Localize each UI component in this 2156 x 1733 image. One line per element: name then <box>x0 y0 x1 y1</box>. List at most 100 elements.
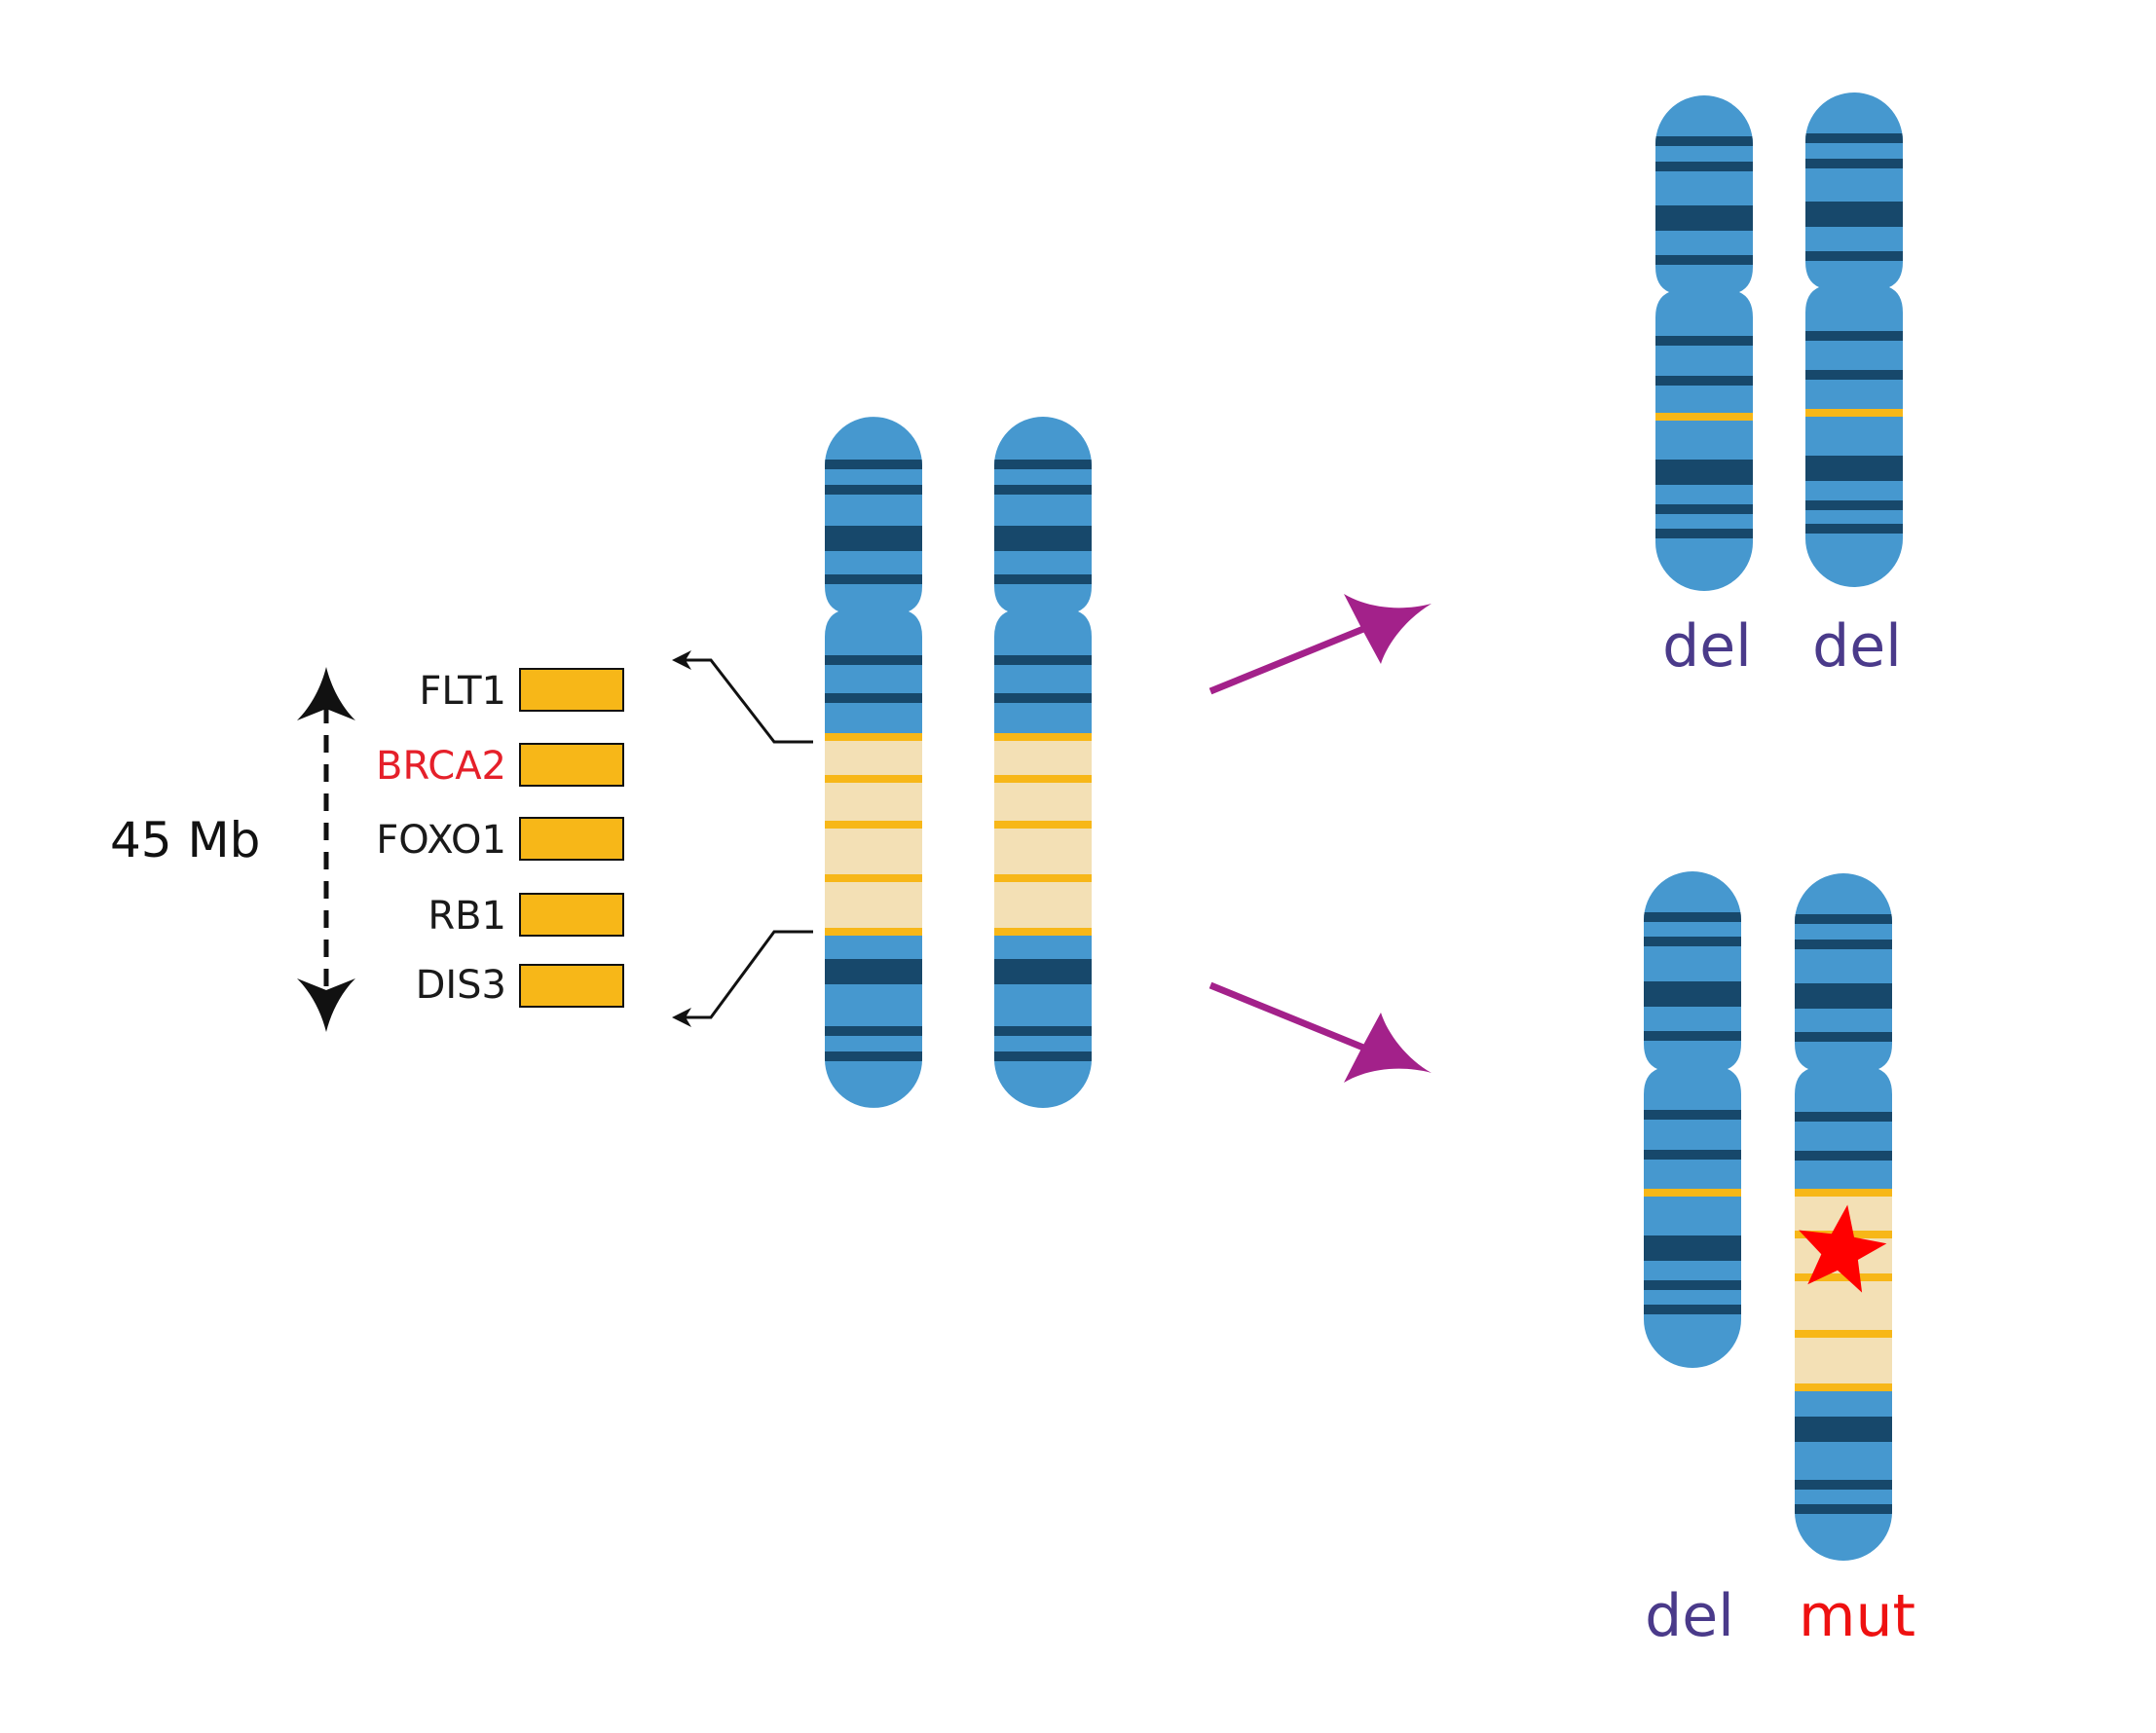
chromosomes <box>825 92 1903 1561</box>
dark-band <box>1805 524 1903 534</box>
gene-band <box>1795 1330 1892 1338</box>
chromosome <box>1655 95 1753 591</box>
gene-band <box>825 775 922 783</box>
dark-band <box>1795 1504 1892 1514</box>
gene-band <box>825 733 922 741</box>
gene-band <box>994 733 1092 741</box>
gene-band <box>1795 1273 1892 1281</box>
dark-band <box>1805 133 1903 143</box>
deleted-region <box>994 737 1092 932</box>
dark-band <box>994 1051 1092 1061</box>
gene-band <box>1655 413 1753 421</box>
dark-band <box>1644 1150 1741 1160</box>
outcome-label-mut: mut <box>1799 1582 1915 1650</box>
gene-box <box>519 964 624 1008</box>
gene-label: RB1 <box>427 894 506 939</box>
dark-band <box>825 485 922 495</box>
gene-band <box>994 775 1092 783</box>
dark-band <box>1655 136 1753 146</box>
dark-band <box>1655 162 1753 171</box>
dark-band <box>1795 914 1892 924</box>
dark-band <box>825 693 922 703</box>
dark-band <box>1644 937 1741 946</box>
dark-band <box>994 460 1092 469</box>
dark-band <box>1795 983 1892 1009</box>
dark-band <box>1655 255 1753 265</box>
gene-band <box>825 874 922 882</box>
down-arrowhead <box>297 978 355 1032</box>
dark-band <box>1805 370 1903 380</box>
gene-item: DIS3 <box>416 963 624 1008</box>
arrow-to-double-deletion <box>1208 594 1431 695</box>
mutation-star-icon <box>1799 1204 1887 1293</box>
dark-band <box>1655 460 1753 485</box>
gene-box <box>519 668 624 712</box>
dark-band <box>1644 1031 1741 1041</box>
dark-band <box>825 460 922 469</box>
chromosome <box>1644 871 1741 1368</box>
outcome-arrows <box>1208 594 1431 1083</box>
dark-band <box>1795 1480 1892 1490</box>
gene-box <box>519 743 624 787</box>
dark-band <box>994 655 1092 665</box>
dark-band <box>994 485 1092 495</box>
gene-list: FLT1 BRCA2 FOXO1 RB1 DIS3 <box>376 668 624 1008</box>
outcome-label-del: del <box>1662 612 1752 681</box>
gene-band <box>994 821 1092 829</box>
chromosome <box>994 417 1092 1108</box>
gene-item: FOXO1 <box>376 817 624 863</box>
up-arrowhead <box>297 667 355 720</box>
dark-band <box>1795 1151 1892 1161</box>
scale-arrow <box>297 667 355 1032</box>
dark-band <box>994 574 1092 584</box>
gene-item: BRCA2 <box>376 743 624 789</box>
chromosome <box>825 417 922 1108</box>
gene-band <box>1795 1383 1892 1391</box>
scale-label: 45 Mb <box>110 812 260 868</box>
dark-band <box>994 693 1092 703</box>
dark-band <box>1644 1110 1741 1120</box>
gene-band <box>1644 1189 1741 1197</box>
outcome-label-del: del <box>1812 612 1902 681</box>
upper-connector <box>672 650 813 744</box>
dark-band <box>994 526 1092 551</box>
dark-band <box>825 526 922 551</box>
gene-item: RB1 <box>427 893 624 939</box>
dark-band <box>1805 500 1903 510</box>
dark-band <box>1644 1305 1741 1314</box>
gene-band <box>994 928 1092 936</box>
dark-band <box>994 1026 1092 1036</box>
gene-box <box>519 817 624 861</box>
gene-label: FOXO1 <box>376 818 506 863</box>
gene-band <box>1805 409 1903 417</box>
dark-band <box>1795 1417 1892 1442</box>
dark-band <box>1655 529 1753 538</box>
dark-band <box>1644 912 1741 922</box>
gene-box <box>519 893 624 937</box>
chromosome <box>1795 873 1892 1561</box>
lower-connector <box>672 930 813 1027</box>
gene-label: BRCA2 <box>376 744 506 789</box>
dark-band <box>1805 251 1903 261</box>
dark-band <box>994 959 1092 984</box>
deleted-region <box>825 737 922 932</box>
gene-band <box>1795 1189 1892 1197</box>
outcome-label-del: del <box>1645 1582 1734 1650</box>
dark-band <box>1795 940 1892 949</box>
dark-band <box>1655 336 1753 346</box>
chromosome <box>1805 92 1903 587</box>
dark-band <box>825 655 922 665</box>
gene-label: FLT1 <box>419 669 506 714</box>
gene-item: FLT1 <box>419 668 624 714</box>
zoom-connectors <box>672 650 813 1027</box>
dark-band <box>1644 1280 1741 1290</box>
arrow-to-deletion-mutation <box>1208 981 1431 1083</box>
dark-band <box>1644 981 1741 1007</box>
dark-band <box>825 1026 922 1036</box>
dark-band <box>825 574 922 584</box>
dark-band <box>1805 456 1903 481</box>
dark-band <box>1655 205 1753 231</box>
dark-band <box>1805 331 1903 341</box>
dark-band <box>825 959 922 984</box>
